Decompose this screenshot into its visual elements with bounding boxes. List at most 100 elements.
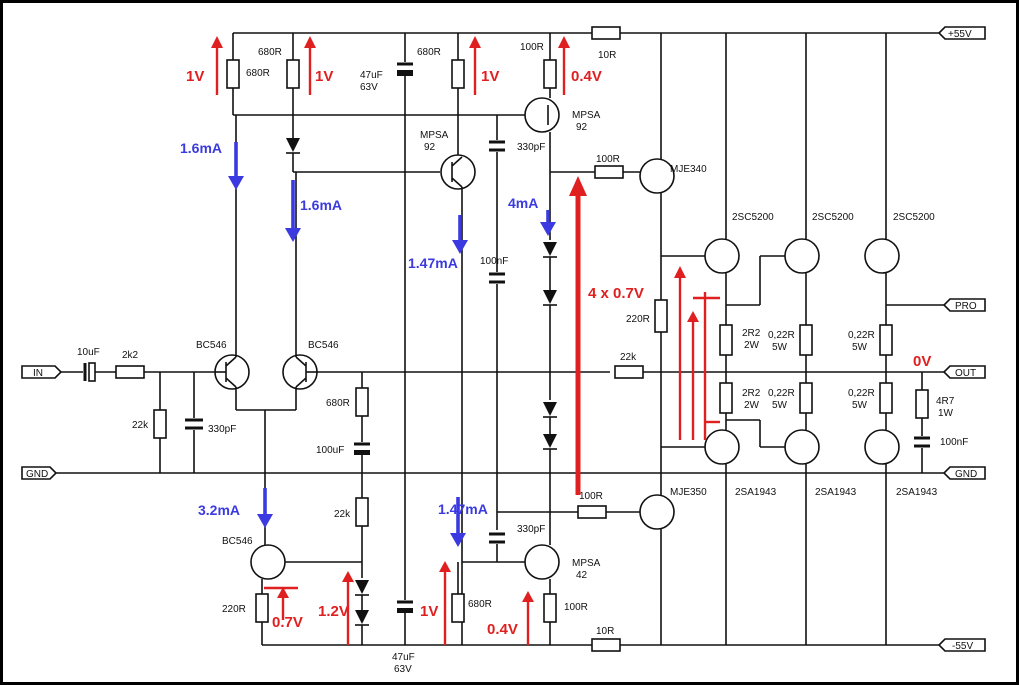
sc5200-1-label: 2SC5200 [732, 212, 774, 223]
c47u-top-v-label: 63V [360, 82, 378, 93]
v-1v-b: 1V [315, 68, 333, 85]
mpsa92-a2-label: 92 [424, 142, 436, 153]
r22k-in [153, 409, 167, 439]
i-16-b: 1.6mA [300, 197, 342, 213]
v-04-bot: 0.4V [487, 621, 518, 638]
r022-a-w-label: 5W [772, 342, 788, 353]
i-32: 3.2mA [198, 502, 240, 518]
c10u-label: 10uF [77, 347, 100, 358]
v-04-top: 0.4V [571, 68, 602, 85]
r2k2-label: 2k2 [122, 350, 139, 361]
mpsa92-a-label: MPSA [420, 130, 449, 141]
v-1v-c: 1V [481, 68, 499, 85]
mpsa92-b-label: MPSA [572, 110, 601, 121]
r2r2-a-label: 2R2 [742, 328, 761, 339]
voltage-arrows [211, 36, 720, 645]
r022-d-label: 0,22R [848, 388, 875, 399]
gnd-flag-right [942, 466, 986, 480]
c47u-top-label: 47uF [360, 70, 383, 81]
lower-section: 680R 100uF 22k BC546 220R 47uF 63V 680R … [222, 26, 621, 675]
pos-rail: +55V [233, 26, 986, 40]
r022-c-w-label: 5W [772, 400, 788, 411]
c100n-label: 100nF [480, 256, 508, 267]
mpsa42-label: MPSA [572, 558, 601, 569]
bc546-c-label: BC546 [222, 536, 253, 547]
r680-c-label: 680R [417, 47, 441, 58]
output-stage: 22k OUT 2SC5200 2SC5200 2SC5200 2R2 2W 0… [614, 33, 986, 645]
r100-top-label: 100R [520, 42, 544, 53]
pro-flag [942, 298, 986, 312]
mpsa42-2-label: 42 [576, 570, 588, 581]
gnd-label-right: GND [955, 469, 977, 480]
sc5200-3-label: 2SC5200 [893, 212, 935, 223]
mje340-label: MJE340 [670, 164, 707, 175]
r2r2-b-label: 2R2 [742, 388, 761, 399]
out-flag [942, 365, 986, 379]
v-1v-d: 1V [420, 603, 438, 620]
r100-low-label: 100R [564, 602, 588, 613]
i-147-b: 1.47mA [438, 501, 488, 517]
r220-label: 220R [626, 314, 650, 325]
v-4x07: 4 x 0.7V [588, 285, 644, 302]
v-07: 0.7V [272, 614, 303, 631]
r2r2-b-w-label: 2W [744, 400, 760, 411]
r022-b-w-label: 5W [852, 342, 868, 353]
bc546-b-label: BC546 [308, 340, 339, 351]
v-1v-a: 1V [186, 68, 204, 85]
r22k-in-label: 22k [132, 420, 149, 431]
r022-d-w-label: 5W [852, 400, 868, 411]
neg-rail-flag [937, 638, 986, 652]
r4r7-w-label: 1W [938, 408, 954, 419]
annotation-labels: 1V 1V 1V 0.4V 4 x 0.7V 0V 0.7V 1.2V 1V 0… [180, 68, 931, 638]
r680-e-label: 680R [468, 599, 492, 610]
gnd-label-left: GND [26, 469, 48, 480]
vas-section: MPSA 92 100R MPSA 92 330pF 100nF 100R MJ… [420, 33, 707, 645]
bc546-a-label: BC546 [196, 340, 227, 351]
r022-a-label: 0,22R [768, 330, 795, 341]
neg-rail: -55V [262, 638, 986, 652]
r680-b-label: 680R [258, 47, 282, 58]
out-label: OUT [955, 368, 976, 379]
v-12: 1.2V [318, 603, 349, 620]
c100u-label: 100uF [316, 445, 344, 456]
r10-top-label: 10R [598, 50, 616, 61]
r2k2 [115, 365, 145, 379]
c100n-out-label: 100nF [940, 437, 968, 448]
v-0v: 0V [913, 353, 931, 370]
r4r7-label: 4R7 [936, 396, 955, 407]
c330-bot-label: 330pF [517, 524, 545, 535]
pos-rail-label: +55V [948, 29, 972, 40]
pro-label: PRO [955, 301, 977, 312]
i-16-a: 1.6mA [180, 140, 222, 156]
r22k-fb-label: 22k [620, 352, 637, 363]
pos-rail-flag [937, 26, 986, 40]
c47u-bot-label: 47uF [392, 652, 415, 663]
gnd-flag-left [21, 466, 58, 480]
ltp-section: BC546 BC546 [196, 115, 610, 545]
r2r2-a-w-label: 2W [744, 340, 760, 351]
sa1943-1-label: 2SA1943 [735, 487, 777, 498]
mpsa92-b2-label: 92 [576, 122, 588, 133]
in-label: IN [33, 368, 43, 379]
neg-rail-label: -55V [952, 641, 973, 652]
r220-bot-label: 220R [222, 604, 246, 615]
r022-b-label: 0,22R [848, 330, 875, 341]
r100-bot-label: 100R [579, 491, 603, 502]
r022-c-label: 0,22R [768, 388, 795, 399]
r10-bot-label: 10R [596, 626, 614, 637]
i-147-a: 1.47mA [408, 255, 458, 271]
c330-top-label: 330pF [517, 142, 545, 153]
in-flag [21, 365, 63, 379]
mje350-label: MJE350 [670, 487, 707, 498]
gnd-rail: GND GND [21, 466, 986, 480]
r680-d-label: 680R [326, 398, 350, 409]
mirror-section: 680R 680R 47uF 63V 680R [226, 33, 540, 473]
input-section: IN 10uF 2k2 22k 330pF [21, 347, 236, 473]
r680-a-label: 680R [246, 68, 270, 79]
current-arrows [228, 142, 556, 547]
c330-in-label: 330pF [208, 424, 236, 435]
r22k-bot-label: 22k [334, 509, 351, 520]
c47u-bot-v-label: 63V [394, 664, 412, 675]
